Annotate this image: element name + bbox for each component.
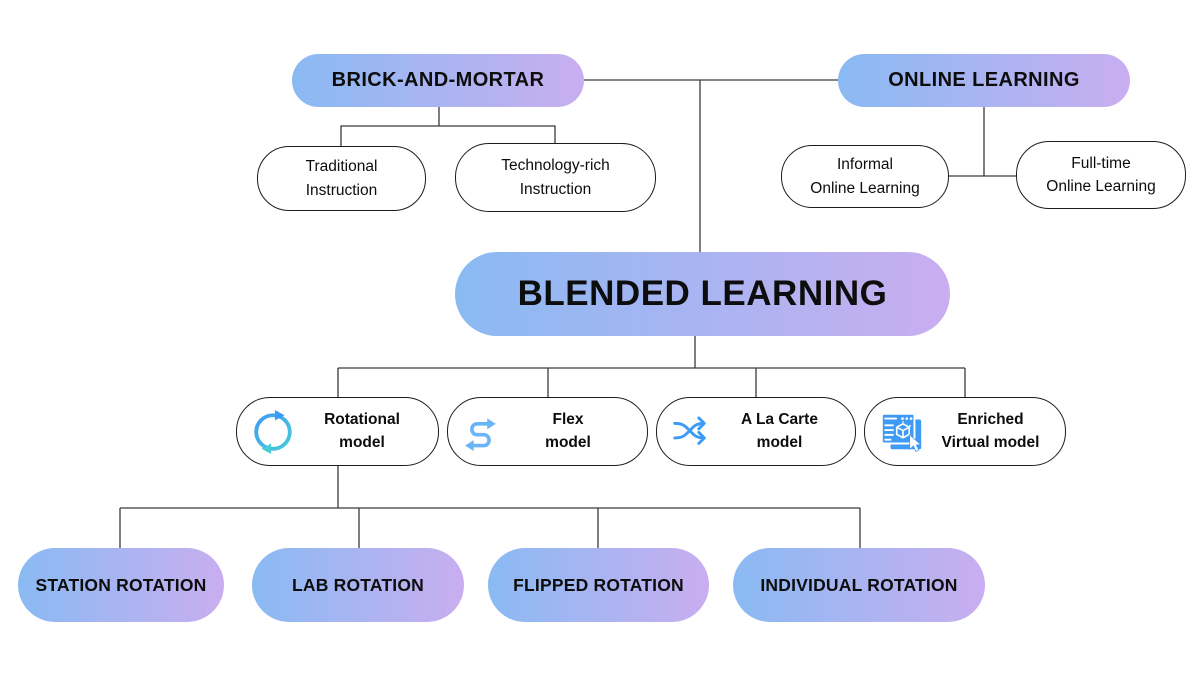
informal-online-learning-label: Informal Online Learning	[810, 156, 920, 197]
a-la-carte-model-label: A La Carte model	[741, 411, 818, 451]
node-rotational-model: Rotational model	[236, 397, 439, 466]
node-blended-learning: BLENDED LEARNING	[455, 252, 950, 336]
node-lab-rotation: LAB ROTATION	[252, 548, 464, 622]
station-rotation-label: STATION ROTATION	[35, 574, 207, 595]
node-technology-rich-instruction: Technology-rich Instruction	[455, 143, 656, 212]
rotation-cycle-icon	[250, 409, 296, 455]
brick-and-mortar-label: BRICK-AND-MORTAR	[331, 69, 545, 91]
flex-model-label: Flex model	[545, 411, 591, 451]
node-individual-rotation: INDIVIDUAL ROTATION	[733, 548, 985, 622]
node-online-learning: ONLINE LEARNING	[838, 54, 1130, 107]
flex-s-arrow-icon	[461, 410, 499, 454]
node-flipped-rotation: FLIPPED ROTATION	[488, 548, 709, 622]
traditional-instruction-label: Traditional Instruction	[305, 158, 378, 199]
shuffle-icon	[670, 412, 714, 452]
blended-learning-label: BLENDED LEARNING	[517, 274, 888, 313]
node-brick-and-mortar: BRICK-AND-MORTAR	[292, 54, 584, 107]
node-station-rotation: STATION ROTATION	[18, 548, 224, 622]
lab-rotation-label: LAB ROTATION	[291, 574, 424, 595]
full-time-online-learning-label: Full-time Online Learning	[1046, 154, 1156, 195]
flipped-rotation-label: FLIPPED ROTATION	[513, 574, 684, 595]
rotational-model-label: Rotational model	[324, 411, 400, 451]
node-enriched-virtual-model: Enriched Virtual model	[864, 397, 1066, 466]
virtual-screen-cursor-icon	[878, 409, 926, 455]
online-learning-label: ONLINE LEARNING	[888, 69, 1080, 91]
node-informal-online-learning: Informal Online Learning	[781, 145, 949, 208]
enriched-virtual-model-label: Enriched Virtual model	[941, 411, 1040, 451]
node-traditional-instruction: Traditional Instruction	[257, 146, 426, 211]
technology-rich-instruction-label: Technology-rich Instruction	[501, 157, 610, 198]
node-a-la-carte-model: A La Carte model	[656, 397, 856, 466]
individual-rotation-label: INDIVIDUAL ROTATION	[760, 574, 958, 595]
node-full-time-online-learning: Full-time Online Learning	[1016, 141, 1186, 209]
node-flex-model: Flex model	[447, 397, 648, 466]
